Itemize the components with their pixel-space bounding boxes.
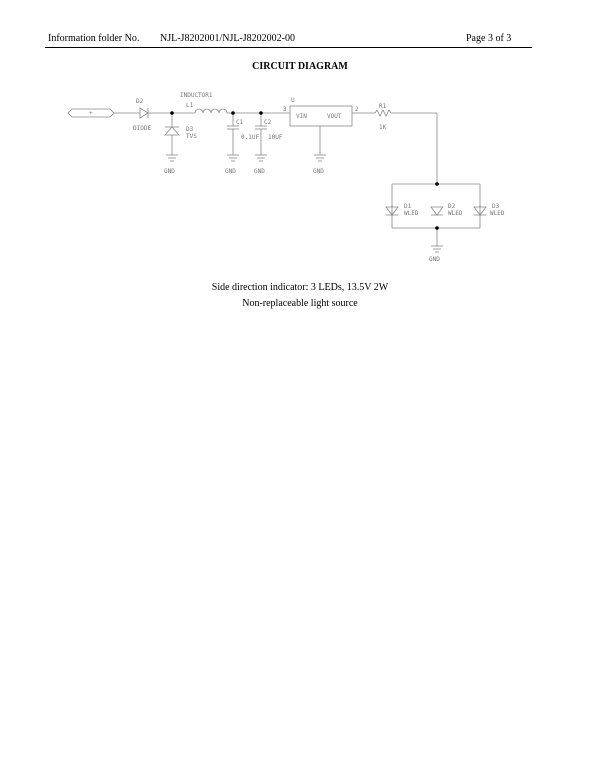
gnd-label-c2: GND	[254, 168, 265, 175]
page-title: CIRCUIT DIAGRAM	[252, 61, 348, 72]
header-rule	[45, 47, 532, 48]
led-d3-name: WLED	[490, 210, 505, 217]
caption-light-source: Non-replaceable light source	[242, 298, 358, 309]
led-d1-ref: D1	[404, 203, 412, 210]
c2-value: 10UF	[268, 134, 283, 141]
gnd-label-tvs: GND	[164, 168, 175, 175]
gnd-label-leds: GND	[429, 256, 440, 263]
led-d3-symbol	[473, 206, 487, 216]
folder-label: Information folder No.	[48, 33, 140, 44]
tvs-d3-symbol	[164, 126, 180, 136]
gnd-label-c1: GND	[225, 168, 236, 175]
regulator-u-box	[289, 105, 353, 127]
pin-vout-label: VOUT	[327, 113, 342, 120]
led-d1-symbol	[385, 206, 399, 216]
caption-led-count: Side direction indicator: 3 LEDs, 13.5V …	[211, 282, 389, 293]
led-d3-ref: D3	[492, 203, 500, 210]
led-d2-name: WLED	[448, 210, 463, 217]
gnd-label-regulator: GND	[313, 168, 324, 175]
pin-in-number: 3	[283, 106, 287, 113]
inductor-l1-symbol	[194, 108, 228, 114]
c1-ref: C1	[236, 119, 244, 126]
page-number: Page 3 of 3	[466, 33, 512, 44]
inductor-name: INDUCTOR1	[180, 92, 213, 99]
folder-number: NJL-J8202001/NJL-J8202002-00	[160, 33, 295, 44]
diode-ref: D2	[136, 98, 144, 105]
c1-value: 0.1UF	[241, 134, 259, 141]
tvs-name: TVS	[186, 133, 197, 140]
regulator-ref: U	[291, 97, 295, 104]
circuit-diagram: + D2 DIODE D3 TVS GND INDUCTOR1 L1 C1 0.…	[67, 92, 505, 263]
diode-d2-symbol	[139, 107, 149, 119]
r1-ref: R1	[379, 103, 387, 110]
led-d2-ref: D2	[448, 203, 456, 210]
led-d1-name: WLED	[404, 210, 419, 217]
inductor-ref: L1	[186, 102, 194, 109]
connector-label: +	[89, 110, 93, 117]
tvs-ref: D3	[186, 126, 194, 133]
diode-name: DIODE	[133, 125, 151, 132]
pin-vin-label: VIN	[296, 113, 307, 120]
led-d2-symbol	[430, 206, 444, 216]
resistor-r1-symbol	[374, 109, 392, 117]
pin-out-number: 2	[355, 106, 359, 113]
c2-ref: C2	[264, 119, 272, 126]
r1-value: 1K	[379, 124, 387, 131]
